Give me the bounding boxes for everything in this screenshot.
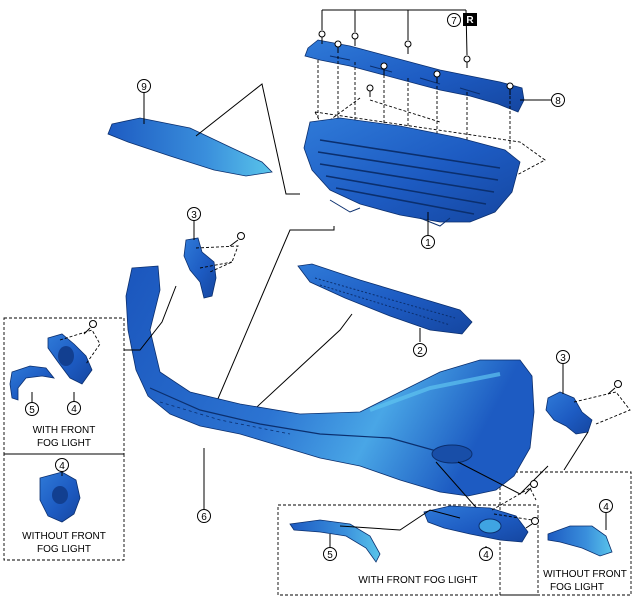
clips: [318, 30, 514, 97]
left-with-fog-label-line2: FOG LIGHT: [37, 438, 91, 449]
screw-icon: [525, 517, 539, 529]
callout-4-left-with-number: 4: [71, 404, 77, 415]
leader-lines-7: [321, 9, 468, 56]
callout-2: 2: [413, 343, 427, 357]
left-with-fog-label-line1: WITH FRONT: [33, 425, 96, 436]
reuse-mark: R: [463, 13, 477, 26]
callout-4-bottom-number: 4: [483, 550, 489, 561]
callout-8-number: 8: [555, 96, 561, 107]
left-without-fog-label-line2: FOG LIGHT: [37, 544, 91, 555]
variant-labels: WITH FRONT FOG LIGHT WITHOUT FRONT FOG L…: [22, 425, 627, 593]
clip-icon: [380, 62, 388, 75]
clip-icon: [351, 32, 359, 46]
callout-4-right: 4: [599, 499, 613, 513]
leader-left-box: [124, 285, 177, 351]
fog-garnish-part-5: [289, 519, 381, 563]
callout-3-left: 3: [187, 207, 201, 221]
callout-4-right-number: 4: [603, 502, 609, 513]
callout-4-left-with: 4: [67, 401, 81, 415]
callout-3-right: 3: [556, 350, 570, 364]
callout-6-number: 6: [201, 512, 207, 523]
right-without-fog-label-line1: WITHOUT FRONT: [543, 569, 627, 580]
screw-icon: [229, 232, 245, 247]
screw-icon: [524, 480, 538, 495]
left-fog-cover-part-4: [39, 470, 81, 523]
callout-3-left-number: 3: [191, 210, 197, 221]
clip-icon: [366, 84, 374, 97]
clip-icon: [318, 30, 326, 44]
callout-9: 9: [137, 79, 151, 93]
leader-bumper-lower: [231, 313, 353, 431]
bottom-with-fog-box: [277, 504, 539, 596]
leader-fog-bottom: [339, 509, 461, 531]
clip-icon: [506, 82, 514, 95]
left-fog-garnish-part-5: [9, 365, 55, 404]
callouts: 1 2 3 3 4 4 4 4: [25, 13, 613, 561]
callout-3-right-number: 3: [560, 353, 566, 364]
variant-boxes: [3, 317, 632, 596]
right-without-fog-label-line2: FOG LIGHT: [550, 582, 604, 593]
clip-icon: [463, 55, 471, 68]
callout-5-bottom-number: 5: [327, 550, 333, 561]
callout-4-bottom: 4: [479, 547, 493, 561]
callout-4-left-without-number: 4: [59, 461, 65, 472]
radiator-grille-part-1: [303, 117, 521, 227]
left-fog-bezel-part-4: [47, 320, 101, 404]
bracket-part-3-left: [183, 220, 245, 299]
callout-5-bottom: 5: [323, 547, 337, 561]
clip-icon: [334, 40, 342, 53]
screw-icon: [83, 320, 97, 335]
callout-4-left-without: 4: [55, 458, 69, 472]
left-without-fog-box: [3, 453, 125, 561]
screw-icon: [607, 380, 622, 395]
callout-7: 7: [447, 13, 461, 27]
callout-6: 6: [197, 509, 211, 523]
clip-icon: [433, 70, 441, 83]
callout-8: 8: [551, 93, 565, 107]
clip-icon: [404, 40, 412, 54]
bottom-with-fog-label: WITH FRONT FOG LIGHT: [358, 575, 477, 586]
callout-9-number: 9: [141, 82, 147, 93]
callout-1-number: 1: [425, 238, 431, 249]
callout-1: 1: [421, 235, 435, 249]
callout-7-number: 7: [451, 16, 457, 27]
fog-cover-part-4-right: [547, 512, 613, 557]
leader-bumper-grille: [213, 226, 335, 409]
garnish-part-9: [107, 117, 273, 177]
callout-5-left-number: 5: [29, 405, 35, 416]
lower-grille-part-2: [297, 263, 473, 342]
left-without-fog-label-line1: WITHOUT FRONT: [22, 531, 106, 542]
leader-9-grille: [195, 83, 300, 195]
callout-2-number: 2: [417, 346, 423, 357]
front-bumper-part-6: [125, 265, 535, 510]
reuse-mark-letter: R: [466, 15, 474, 26]
bracket-part-3-right: [545, 364, 631, 471]
callout-5-left: 5: [25, 402, 39, 416]
